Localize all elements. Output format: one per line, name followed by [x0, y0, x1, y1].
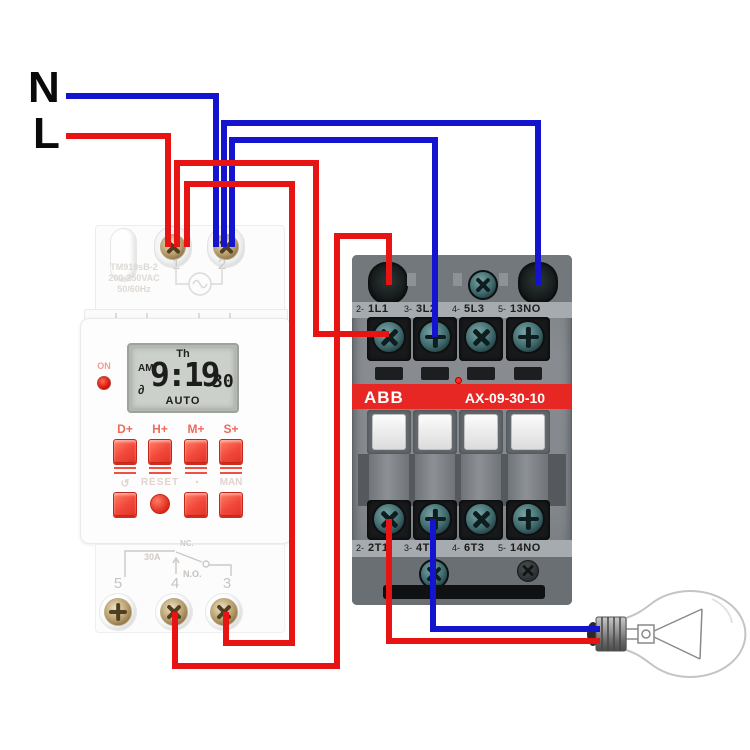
relay-nc-label: NC. [180, 539, 194, 548]
wire-neutral-to-coil [221, 120, 541, 285]
timer-terminal-1-screw [160, 234, 186, 260]
contactor-model: AX-09-30-10 [464, 390, 546, 406]
contact-window [467, 367, 495, 380]
hour-button [148, 439, 172, 463]
clock-icon: ◔ [192, 477, 200, 489]
decorative-dash [220, 467, 242, 474]
terminal-13NO-screw [511, 320, 545, 354]
terminal-5L3-screw [464, 320, 498, 354]
timer-model-text: TM919sB-2 200-250VAC 50/60Hz [108, 262, 160, 294]
timer-terminal-5-screw [104, 598, 132, 626]
live-label: L [33, 109, 60, 158]
contactor-bottom-label-strip [352, 540, 572, 557]
wire-neutral-feed [66, 93, 219, 247]
relay-rating-label: 30A [144, 552, 161, 562]
timer-terminal-3-label: 3 [222, 575, 232, 592]
lcd-time: 9:19 [150, 355, 221, 394]
minute-button [184, 439, 208, 463]
decorative-dash [149, 467, 171, 474]
brand-band [352, 384, 572, 409]
bulb-highlight [711, 598, 733, 624]
terminal-group-5L3: 4- 5L3 [452, 303, 485, 315]
terminal-group-14NO: 5- 14NO [498, 542, 541, 554]
timer-terminal-5-label: 5 [113, 575, 123, 592]
contactor-top-label-strip [352, 302, 572, 318]
power-led-label: ON [97, 361, 111, 371]
lcd-day: Th [176, 348, 190, 360]
abb-logo: ABB [364, 388, 404, 407]
terminal-group-1L1: 2- 1L1 [356, 303, 389, 315]
power-led [97, 376, 111, 390]
reset-label: RESET [140, 477, 180, 488]
minute-button-label: M+ [187, 422, 205, 436]
contactor-tab [499, 273, 508, 286]
column [415, 454, 455, 506]
bulb-screw-base [595, 616, 627, 652]
wire-timer-out-to-coil [172, 233, 392, 669]
manual-label: MAN [219, 477, 243, 488]
wire-jumper-1-to-3 [184, 181, 295, 646]
decorative-dash [185, 467, 207, 474]
timer-button [184, 492, 208, 516]
terminal-group-13NO: 5- 13NO [498, 303, 541, 315]
wire-live-to-1L1 [174, 160, 389, 337]
slider-cap [511, 414, 545, 450]
timer-mount-slot [110, 228, 137, 282]
bulb-glass [625, 590, 747, 678]
slider-cap [418, 414, 452, 450]
contact-window [514, 367, 542, 380]
second-button [219, 439, 243, 463]
loop-icon: ↺ [120, 478, 130, 490]
reset-button [150, 494, 170, 514]
lcd-day-icon: ∂ [138, 382, 145, 397]
neutral-label: N [28, 63, 60, 112]
wire-2T1-to-lamp [386, 519, 600, 644]
wire-neutral-to-3L2 [229, 137, 438, 337]
terminal-group-6T3: 4- 6T3 [452, 542, 485, 554]
timer-terminal-1-label: 1 [171, 256, 181, 273]
wire-4T2-to-lamp [430, 519, 600, 632]
terminal-14NO-screw [511, 502, 545, 536]
lcd-mode: AUTO [165, 395, 201, 407]
slider-cap [464, 414, 498, 450]
day-button [113, 439, 137, 463]
terminal-6T3-screw [464, 502, 498, 536]
contactor-tab [407, 273, 416, 286]
timer-button [113, 492, 137, 516]
column [461, 454, 501, 506]
second-button-label: S+ [223, 422, 239, 436]
contactor-top-screw [468, 270, 498, 300]
slider-cap [372, 414, 406, 450]
contact-window [421, 367, 449, 380]
column [369, 454, 409, 506]
timer-button [219, 492, 243, 516]
contact-window [375, 367, 403, 380]
bulb-base-threads [601, 617, 621, 651]
status-led [455, 377, 462, 384]
day-button-label: D+ [117, 422, 133, 436]
timer-terminal-4-label: 4 [170, 575, 180, 592]
lcd-seconds: 30 [212, 371, 234, 392]
relay-no-label: N.O. [183, 569, 202, 579]
contactor-bottom-screw [517, 560, 539, 582]
wire-live-feed [66, 133, 171, 247]
decorative-dash [114, 467, 136, 474]
contactor-tab [453, 273, 462, 286]
terminal-group-2T1: 2- 2T1 [356, 542, 389, 554]
column [508, 454, 548, 506]
lcd-meridiem: AM [138, 363, 154, 374]
timer-terminal-2-label: 2 [217, 256, 227, 273]
terminal-group-3L2: 3- 3L2 [404, 303, 437, 315]
lcd-display: Th AM 9:19 30 ∂ AUTO [127, 343, 239, 413]
contactor-bottom-bar [383, 585, 545, 599]
hour-button-label: H+ [152, 422, 168, 436]
